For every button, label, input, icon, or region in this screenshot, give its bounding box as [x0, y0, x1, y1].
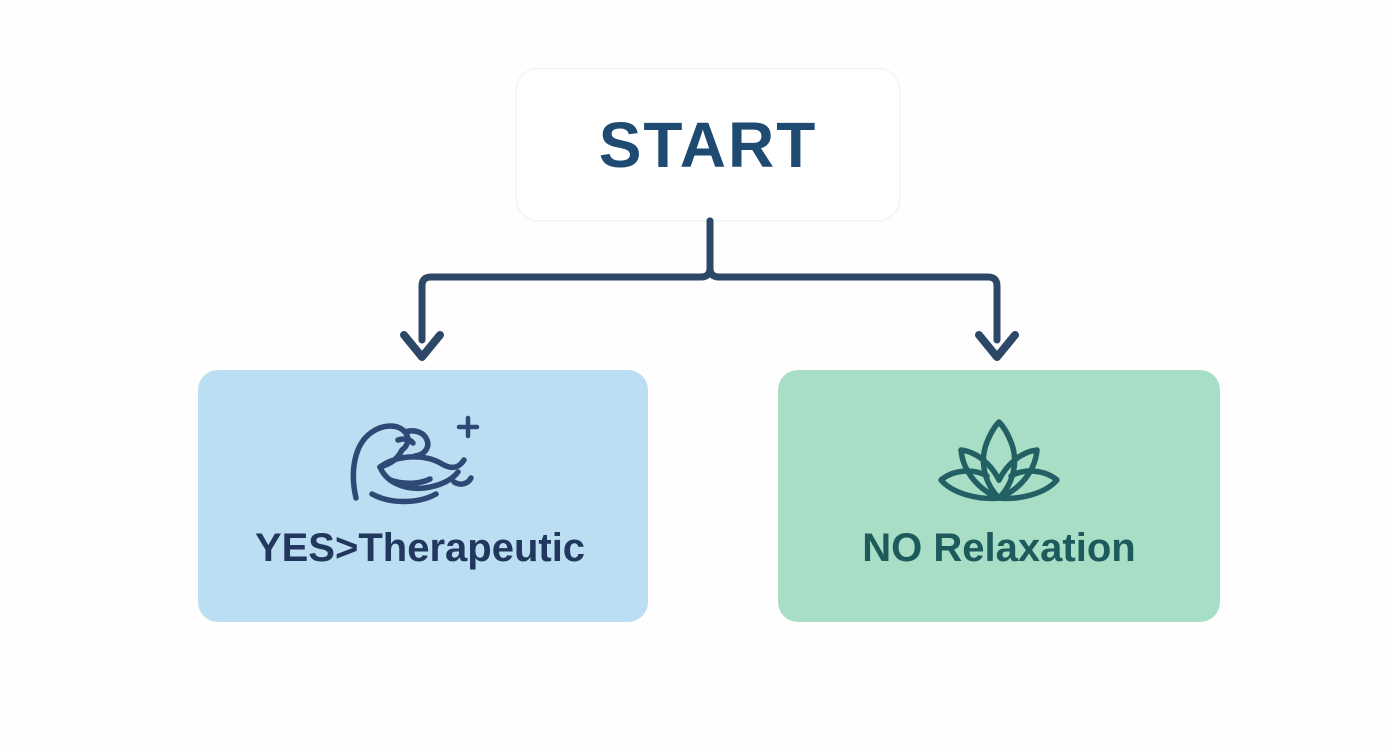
arrowhead-right-icon — [975, 331, 1019, 361]
branch-node-therapeutic[interactable]: YES>Therapeutic — [198, 370, 648, 622]
connector-path-right — [706, 217, 1001, 344]
lotus-flower-icon — [924, 412, 1074, 504]
start-node[interactable]: START — [516, 68, 900, 221]
flexed-bicep-icon — [337, 412, 487, 505]
connector-path-left — [418, 217, 714, 344]
branch-node-relaxation[interactable]: NO Relaxation — [778, 370, 1220, 622]
branch-label-therapeutic: YES>Therapeutic — [254, 526, 586, 570]
start-node-label: START — [598, 108, 818, 181]
branch-label-relaxation: NO Relaxation — [862, 526, 1136, 570]
arrowhead-left-icon — [400, 331, 444, 361]
